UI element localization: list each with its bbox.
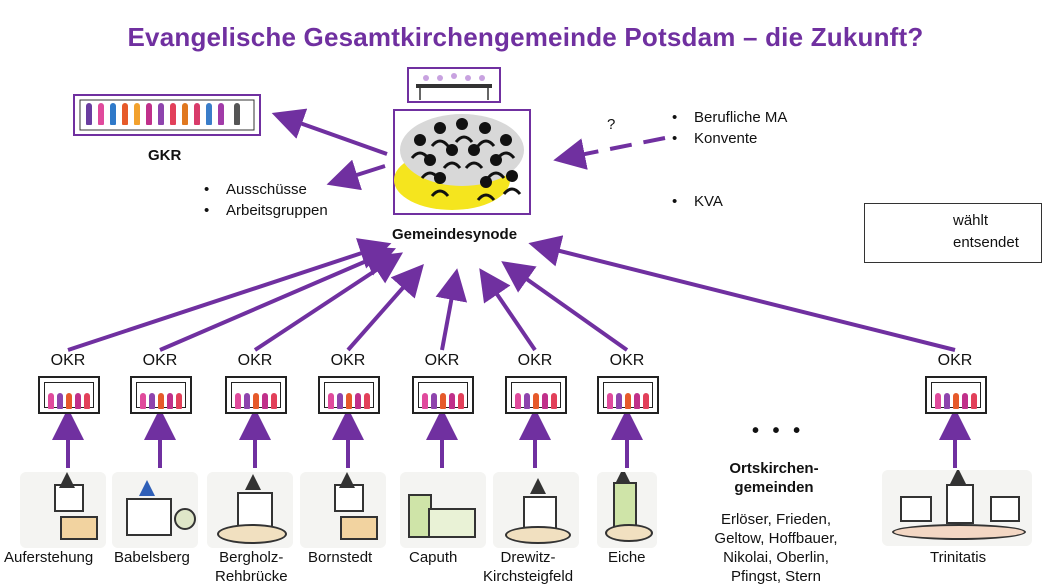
okr-label-auferstehung: OKR xyxy=(50,352,86,369)
okr-label-drewitz: OKR xyxy=(517,352,553,369)
gkr-label: GKR xyxy=(148,147,182,164)
right-bullet-list-bottom: KVA xyxy=(672,191,723,212)
question-mark: ? xyxy=(607,116,616,133)
bullet-konvente: Konvente xyxy=(672,128,787,149)
parish-name-drewitz: Drewitz- Kirchsteigfeld xyxy=(483,549,574,585)
bullet-ausschuesse: Ausschüsse xyxy=(204,179,328,200)
okr-image-bergholz xyxy=(225,376,287,414)
bullet-berufliche-ma: Berufliche MA xyxy=(672,107,787,128)
ortskirchen-heading: Ortskirchen- gemeinden xyxy=(729,460,819,496)
okr-image-bornstedt xyxy=(318,376,380,414)
legend-dashed-label: entsendet xyxy=(953,234,1019,251)
parish-name-eiche: Eiche xyxy=(608,549,646,566)
left-bullet-list: Ausschüsse Arbeitsgruppen xyxy=(204,179,328,221)
parish-name-trinitatis: Trinitatis xyxy=(930,549,987,566)
okr-image-eiche xyxy=(597,376,659,414)
arrow-okr-bornstedt-to-synode xyxy=(346,264,424,352)
arrow-okr-auferstehung-to-synode xyxy=(67,238,392,352)
parish-name-bergholz: Bergholz- Rehbrücke xyxy=(215,549,288,585)
parish-name-babelsberg: Babelsberg xyxy=(114,549,190,566)
arrow-okr-babelsberg-to-synode xyxy=(159,246,397,352)
okr-image-babelsberg xyxy=(130,376,192,414)
bullet-arbeitsgruppen: Arbeitsgruppen xyxy=(204,200,328,221)
church-image-babelsberg xyxy=(112,472,198,548)
okr-label-trinitatis: OKR xyxy=(937,352,973,369)
arrow-berufliche-to-synode xyxy=(553,136,666,170)
church-image-trinitatis xyxy=(882,470,1032,546)
synode-label: Gemeindesynode xyxy=(392,226,518,243)
right-bullet-list-top: Berufliche MA Konvente xyxy=(672,107,787,149)
church-image-bornstedt xyxy=(300,472,386,548)
bullet-kva: KVA xyxy=(672,191,723,212)
arrow-okr-bergholz-to-synode xyxy=(253,252,404,352)
arrow-synode-to-gkr xyxy=(271,108,388,156)
parish-name-caputh: Caputh xyxy=(409,549,458,566)
arrow-okr-eiche-to-synode xyxy=(501,261,629,352)
church-image-bergholz xyxy=(207,472,293,548)
parish-name-bornstedt: Bornstedt xyxy=(308,549,373,566)
arrow-okr-drewitz-to-synode xyxy=(479,268,537,352)
okr-label-bergholz: OKR xyxy=(237,352,273,369)
legend: wählt entsendet xyxy=(864,203,1042,263)
okr-image-trinitatis xyxy=(925,376,987,414)
arrow-synode-to-ausschuesse xyxy=(326,159,386,191)
presidium-image xyxy=(407,67,501,103)
synode-image xyxy=(393,109,531,215)
church-image-auferstehung xyxy=(20,472,106,548)
arrow-okr-trinitatis-to-synode xyxy=(528,235,956,352)
gkr-image xyxy=(73,94,261,136)
page-title: Evangelische Gesamtkirchengemeinde Potsd… xyxy=(127,22,924,52)
church-image-drewitz xyxy=(493,472,579,548)
okr-image-drewitz xyxy=(505,376,567,414)
okr-label-babelsberg: OKR xyxy=(142,352,178,369)
okr-image-caputh xyxy=(412,376,474,414)
parish-name-auferstehung: Auferstehung xyxy=(4,549,94,566)
church-image-caputh xyxy=(400,472,486,548)
arrow-okr-caputh-to-synode xyxy=(435,268,468,351)
okr-image-auferstehung xyxy=(38,376,100,414)
church-image-eiche xyxy=(597,472,657,548)
okr-label-eiche: OKR xyxy=(609,352,645,369)
legend-solid-label: wählt xyxy=(953,212,989,229)
ortskirchen-list: Erlöser, Frieden, Geltow, Hoffbauer, Nik… xyxy=(714,511,838,585)
gkr-people xyxy=(84,102,252,128)
okr-label-caputh: OKR xyxy=(424,352,460,369)
ellipsis-dots: • • • xyxy=(752,420,805,442)
okr-label-bornstedt: OKR xyxy=(330,352,366,369)
